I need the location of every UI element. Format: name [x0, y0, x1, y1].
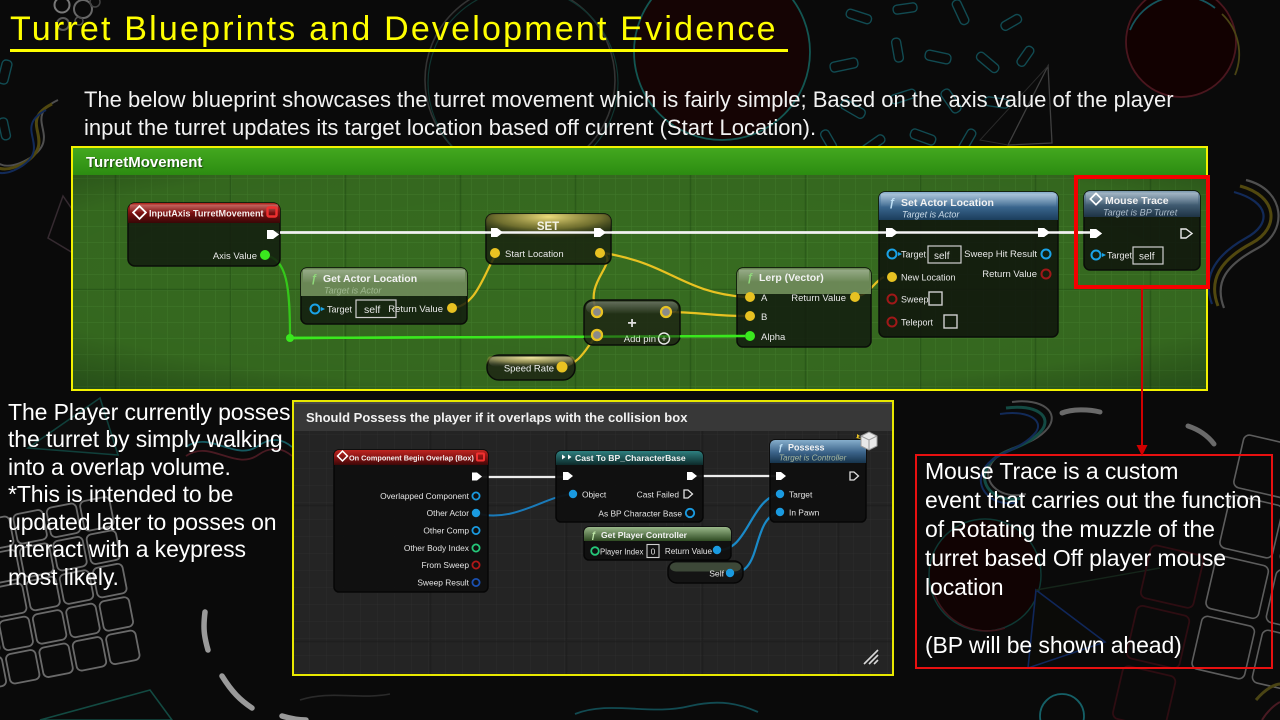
svg-text:Return Value: Return Value: [665, 547, 713, 556]
svg-text:Return Value: Return Value: [982, 269, 1037, 280]
svg-text:Should Possess the player if i: Should Possess the player if it overlaps…: [306, 410, 688, 425]
svg-text:Other Comp: Other Comp: [423, 526, 469, 536]
svg-text:self: self: [1139, 252, 1155, 263]
svg-text:+: +: [661, 334, 666, 344]
svg-text:ƒ: ƒ: [591, 530, 596, 540]
svg-text:Set Actor Location: Set Actor Location: [901, 197, 994, 209]
svg-text:Target is Controller: Target is Controller: [779, 454, 847, 463]
svg-text:Possess: Possess: [788, 443, 825, 453]
svg-text:Cast Failed: Cast Failed: [637, 490, 680, 500]
svg-text:ƒ: ƒ: [778, 443, 783, 453]
svg-text:ƒ: ƒ: [311, 273, 317, 285]
svg-text:Target is Actor: Target is Actor: [902, 210, 960, 220]
svg-text:New Location: New Location: [901, 273, 956, 283]
svg-text:Player Index: Player Index: [600, 548, 643, 557]
svg-text:Target: Target: [901, 250, 927, 260]
svg-text:SET: SET: [537, 221, 559, 233]
svg-text:Speed Rate: Speed Rate: [504, 364, 554, 375]
svg-text:Target: Target: [789, 490, 813, 500]
svg-text:ƒ: ƒ: [889, 197, 895, 209]
svg-text:Other Actor: Other Actor: [427, 508, 470, 518]
svg-text:Self: Self: [709, 569, 724, 579]
svg-text:From Sweep: From Sweep: [422, 560, 470, 570]
svg-text:Target: Target: [327, 305, 353, 315]
svg-text:A: A: [761, 293, 768, 304]
svg-text:Object: Object: [582, 490, 607, 500]
svg-text:Teleport: Teleport: [901, 318, 934, 328]
svg-text:self: self: [364, 304, 380, 316]
svg-text:Target: Target: [1107, 251, 1133, 261]
svg-text:Start Location: Start Location: [505, 249, 564, 260]
svg-text:Add pin: Add pin: [624, 334, 656, 345]
svg-text:Get Actor Location: Get Actor Location: [323, 273, 417, 285]
svg-text:0: 0: [651, 547, 656, 557]
svg-text:InputAxis TurretMovement: InputAxis TurretMovement: [149, 209, 264, 219]
svg-text:self: self: [934, 251, 950, 262]
svg-text:Target is BP Turret: Target is BP Turret: [1103, 208, 1178, 218]
svg-text:B: B: [761, 312, 767, 323]
svg-text:Sweep Result: Sweep Result: [417, 578, 469, 588]
svg-text:As BP Character Base: As BP Character Base: [598, 509, 682, 519]
svg-text:Other Body Index: Other Body Index: [404, 543, 470, 553]
svg-text:Get Player Controller: Get Player Controller: [601, 530, 688, 540]
svg-text:Alpha: Alpha: [761, 332, 786, 343]
svg-text:Axis Value: Axis Value: [213, 251, 257, 262]
svg-text:In Pawn: In Pawn: [789, 508, 820, 518]
svg-text:ƒ: ƒ: [747, 272, 753, 284]
svg-text:Return Value: Return Value: [388, 304, 443, 315]
svg-text:Mouse Trace: Mouse Trace: [1105, 195, 1169, 207]
svg-text:+: +: [627, 315, 636, 332]
svg-text:Target is Actor: Target is Actor: [324, 286, 382, 296]
svg-text:Lerp (Vector): Lerp (Vector): [759, 272, 824, 284]
svg-text:Cast To BP_CharacterBase: Cast To BP_CharacterBase: [575, 453, 686, 463]
svg-text:Overlapped Component: Overlapped Component: [380, 491, 470, 501]
svg-text:On Component Begin Overlap (Bo: On Component Begin Overlap (Box): [349, 454, 474, 463]
svg-text:Sweep Hit Result: Sweep Hit Result: [964, 249, 1037, 260]
svg-text:Sweep: Sweep: [901, 295, 929, 305]
svg-text:TurretMovement: TurretMovement: [86, 154, 202, 171]
svg-text:Return Value: Return Value: [791, 293, 846, 304]
